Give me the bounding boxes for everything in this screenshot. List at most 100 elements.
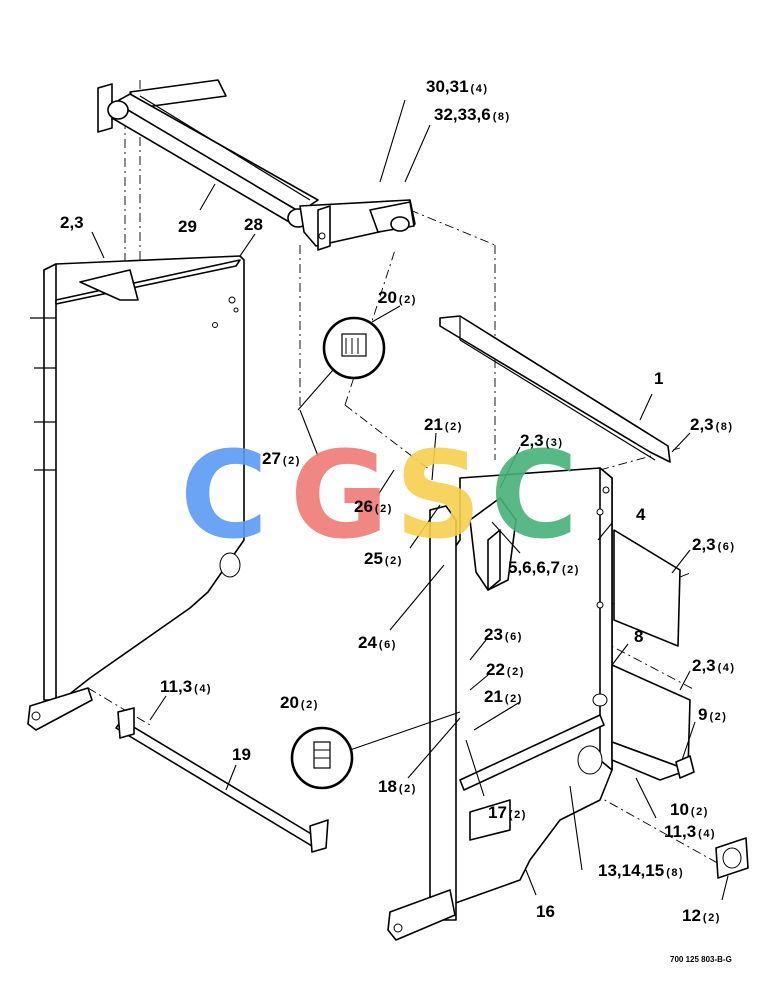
part-callout: 22(2): [486, 660, 525, 679]
callout-quantity: (6): [718, 541, 736, 553]
callout-number: 5,6,6,7: [508, 558, 560, 577]
detail-circle-upper: [297, 316, 386, 411]
callout-quantity: (2): [385, 555, 403, 567]
angle-rail: [439, 315, 671, 463]
callout-quantity: (4): [698, 828, 716, 840]
callout-number: 2,3: [520, 431, 544, 450]
part-callout: 2,3(6): [692, 535, 736, 554]
bracket-and-plate: [675, 755, 749, 879]
part-callout: 11,3(4): [664, 822, 716, 841]
part-callout: 28: [244, 215, 263, 234]
part-callout: 13,14,15(8): [598, 861, 684, 880]
watermark-logo: C G S C: [180, 427, 578, 566]
callout-quantity: (8): [666, 867, 684, 879]
callout-number: 1: [654, 369, 663, 388]
callout-quantity: (2): [301, 699, 319, 711]
part-callout: 30,31(4): [426, 77, 489, 96]
part-callout: 10(2): [670, 800, 709, 819]
part-callout: 5,6,6,7(2): [508, 558, 580, 577]
callout-quantity: (4): [718, 662, 736, 674]
callout-quantity: (2): [399, 783, 417, 795]
part-callout: 1: [654, 369, 663, 388]
callout-quantity: (2): [445, 421, 463, 433]
part-callout: 2,3(8): [690, 415, 734, 434]
part-callout: 16: [536, 902, 555, 921]
callout-quantity: (8): [493, 111, 511, 123]
callout-quantity: (2): [375, 503, 393, 515]
leader-lines: [91, 99, 729, 901]
part-callout: 26(2): [354, 497, 393, 516]
callout-number: 11,3: [160, 677, 192, 696]
callout-number: 17: [488, 803, 507, 822]
part-callout: 27(2): [262, 449, 301, 468]
callout-quantity: (2): [399, 294, 417, 306]
callout-quantity: (2): [691, 806, 709, 818]
callout-number: 2,3: [692, 535, 716, 554]
part-callout: 12(2): [682, 906, 721, 925]
callout-number: 10: [670, 800, 689, 819]
right-frame: [387, 467, 613, 941]
left-side-panel: [27, 255, 245, 731]
watermark-letter: G: [290, 427, 389, 566]
top-tube-assembly: [97, 79, 416, 251]
part-callout: 29: [178, 217, 197, 236]
callout-quantity: (2): [509, 809, 527, 821]
watermark-letter: S: [395, 427, 481, 566]
callout-number: 28: [244, 215, 263, 234]
callout-number: 16: [536, 902, 555, 921]
detail-circle-lower: [290, 711, 461, 790]
part-callout: 18(2): [378, 777, 417, 796]
callout-number: 25: [364, 549, 383, 568]
part-callout: 20(2): [280, 693, 319, 712]
callout-number: 24: [358, 633, 377, 652]
callout-quantity: (2): [507, 666, 525, 678]
part-callout: 9(2): [698, 705, 727, 724]
drawing-reference: 700 125 803-B-G: [670, 955, 732, 964]
callout-number: 4: [636, 505, 646, 524]
part-callout: 20(2): [378, 288, 417, 307]
callout-quantity: (6): [379, 639, 397, 651]
callout-quantity: (8): [716, 421, 734, 433]
part-callout: 21(2): [424, 415, 463, 434]
callout-quantity: (2): [283, 455, 301, 467]
part-callout: 19: [232, 745, 251, 764]
callout-number: 30,31: [426, 77, 469, 96]
callout-number: 9: [698, 705, 707, 724]
callout-number: 20: [280, 693, 299, 712]
callout-number: 27: [262, 449, 281, 468]
watermark-letter: C: [490, 427, 578, 566]
callout-number: 26: [354, 497, 373, 516]
callout-quantity: (2): [709, 711, 727, 723]
callout-quantity: (2): [703, 912, 721, 924]
callout-number: 22: [486, 660, 505, 679]
callout-number: 2,3: [690, 415, 714, 434]
callout-quantity: (3): [546, 437, 564, 449]
callout-number: 21: [424, 415, 443, 434]
callout-number: 29: [178, 217, 197, 236]
part-callout: 2,3: [60, 213, 84, 232]
callout-number: 12: [682, 906, 701, 925]
callout-number: 11,3: [664, 822, 696, 841]
part-callout: 23(6): [484, 625, 523, 644]
callout-number: 2,3: [692, 656, 716, 675]
callout-number: 20: [378, 288, 397, 307]
callout-number: 8: [634, 627, 643, 646]
callout-number: 19: [232, 745, 251, 764]
callout-number: 2,3: [60, 213, 84, 232]
callout-quantity: (2): [505, 693, 523, 705]
callout-quantity: (4): [471, 83, 489, 95]
part-callout: 25(2): [364, 549, 403, 568]
callout-quantity: (2): [562, 564, 580, 576]
shield-plates: [611, 529, 691, 781]
part-callout: 17(2): [488, 803, 527, 822]
callout-number: 13,14,15: [598, 861, 664, 880]
callout-number: 32,33,6: [434, 105, 491, 124]
watermark-letter: C: [180, 427, 268, 566]
callout-number: 23: [484, 625, 503, 644]
part-callout: 11,3(4): [160, 677, 212, 696]
part-callout: 2,3(4): [692, 656, 736, 675]
callout-quantity: (4): [194, 683, 212, 695]
